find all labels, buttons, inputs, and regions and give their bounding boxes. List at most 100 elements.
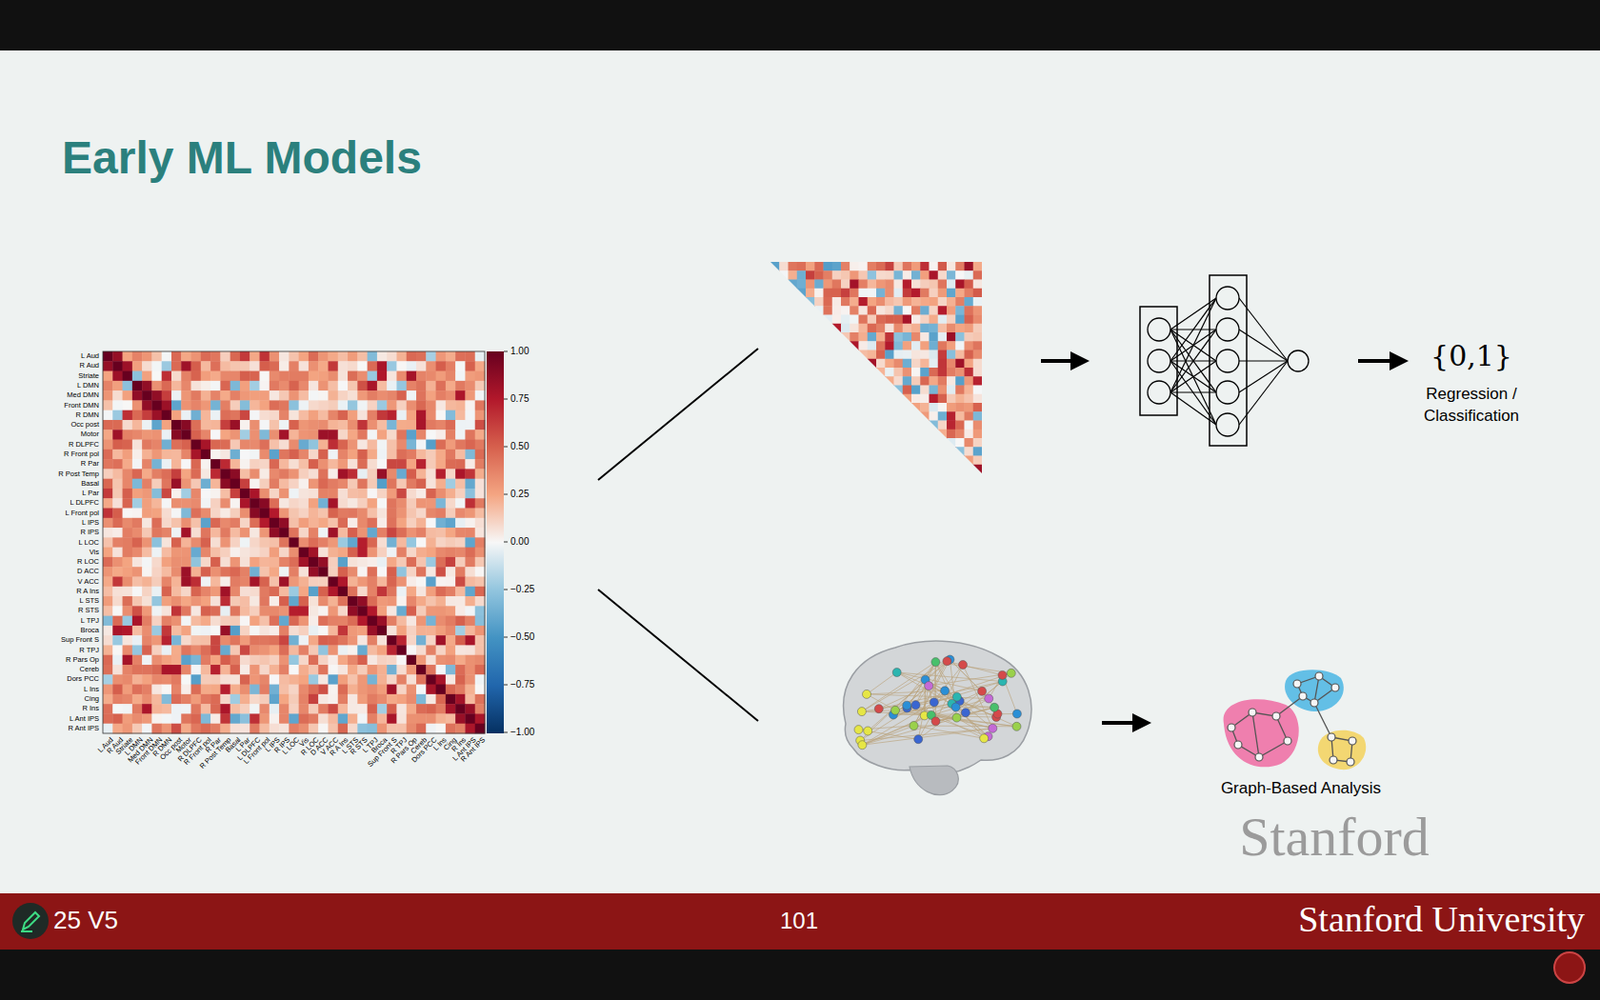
matrix-cell — [299, 518, 310, 529]
matrix-cell — [464, 360, 476, 372]
matrix-cell — [260, 713, 271, 724]
matrix-cell — [849, 280, 860, 290]
matrix-cell — [347, 498, 359, 509]
matrix-cell — [122, 527, 134, 539]
matrix-cell — [436, 508, 447, 520]
matrix-cell — [938, 305, 948, 316]
matrix-cell — [151, 635, 162, 646]
matrix-cell — [318, 400, 329, 411]
matrix-cell — [161, 723, 173, 735]
matrix-cell — [210, 527, 221, 539]
matrix-cell — [269, 684, 280, 696]
matrix-cell — [840, 270, 851, 280]
matrix-cell — [141, 390, 153, 401]
matrix-cell — [367, 449, 379, 460]
matrix-cell — [260, 429, 271, 440]
matrix-cell — [240, 440, 251, 451]
matrix-cell — [347, 351, 359, 362]
matrix-cell — [475, 635, 486, 646]
matrix-cell — [347, 429, 359, 440]
matrix-cell — [367, 674, 379, 685]
matrix-cell — [425, 674, 437, 685]
matrix-cell — [308, 390, 320, 401]
matrix-cell — [814, 350, 824, 360]
matrix-cell — [475, 557, 486, 568]
matrix-cell — [814, 305, 824, 316]
matrix-cell — [161, 508, 173, 520]
matrix-cell — [464, 479, 476, 490]
matrix-cell — [445, 537, 457, 548]
matrix-cell — [464, 616, 476, 627]
matrix-cell — [455, 537, 466, 548]
matrix-cell — [308, 468, 320, 480]
matrix-cell — [357, 537, 368, 548]
matrix-cell — [210, 547, 221, 559]
matrix-cell — [141, 596, 153, 607]
matrix-cell — [122, 380, 134, 392]
matrix-cell — [436, 351, 447, 362]
matrix-cell — [132, 371, 143, 382]
matrix-cell — [770, 332, 780, 342]
matrix-cell — [122, 390, 134, 401]
matrix-cell — [867, 332, 878, 342]
matrix-cell — [288, 400, 300, 411]
matrix-cell — [876, 297, 886, 307]
matrix-cell — [299, 547, 310, 559]
matrix-cell — [249, 703, 260, 715]
matrix-cell — [151, 468, 162, 480]
matrix-cell — [220, 400, 231, 411]
matrix-cell — [436, 644, 447, 656]
matrix-cell — [464, 498, 476, 509]
matrix-cell — [464, 557, 476, 568]
matrix-cell — [132, 547, 143, 559]
matrix-cell — [416, 360, 427, 372]
matrix-cell — [210, 596, 221, 607]
matrix-cell — [279, 557, 290, 568]
matrix-cell — [112, 635, 123, 646]
matrix-cell — [849, 323, 860, 334]
matrix-cell — [770, 367, 780, 378]
matrix-cell — [396, 694, 407, 705]
matrix-cell — [141, 694, 153, 705]
matrix-cell — [920, 280, 930, 290]
matrix-cell — [377, 605, 388, 617]
matrix-cell — [269, 605, 280, 617]
matrix-cell — [249, 684, 260, 696]
matrix-cell — [279, 380, 290, 392]
matrix-cell — [911, 332, 921, 342]
matrix-cell — [386, 537, 398, 548]
matrix-cell — [122, 605, 134, 617]
matrix-cell — [964, 305, 975, 316]
matrix-cell — [902, 350, 913, 360]
matrix-cell — [946, 261, 957, 272]
matrix-cell — [220, 429, 231, 440]
matrix-cell — [475, 468, 486, 480]
matrix-cell — [240, 449, 251, 460]
matrix-cell — [220, 684, 231, 696]
matrix-cell — [805, 367, 816, 378]
matrix-cell — [788, 323, 799, 334]
matrix-cell — [200, 479, 212, 490]
matrix-cell — [938, 332, 948, 342]
matrix-cell — [318, 459, 329, 470]
matrix-cell — [475, 429, 486, 440]
matrix-cell — [455, 625, 466, 637]
matrix-cell — [814, 280, 824, 290]
matrix-cell — [269, 635, 280, 646]
matrix-cell — [249, 410, 260, 421]
matrix-cell — [318, 684, 329, 696]
matrix-cell — [475, 371, 486, 382]
matrix-cell — [445, 684, 457, 696]
matrix-cell — [151, 479, 162, 490]
matrix-cell — [788, 350, 799, 360]
matrix-cell — [357, 576, 368, 587]
matrix-cell — [102, 566, 114, 578]
matrix-cell — [386, 547, 398, 559]
matrix-cell — [112, 605, 123, 617]
matrix-cell — [416, 449, 427, 460]
matrix-cell — [823, 270, 834, 280]
matrix-cell — [902, 270, 913, 280]
matrix-cell — [269, 380, 280, 392]
matrix-cell — [797, 402, 807, 413]
matrix-cell — [269, 440, 280, 451]
